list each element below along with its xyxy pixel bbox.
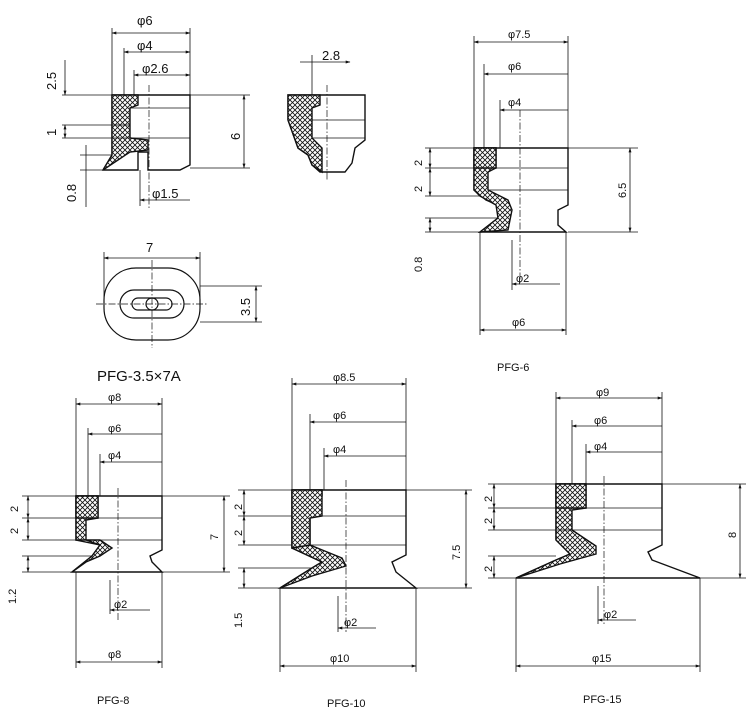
pfg15-dim-d2: φ2 (604, 609, 617, 621)
pfg10-dim-d6: φ6 (333, 410, 346, 422)
pfg15-dim-h2c: 2 (483, 566, 495, 572)
pfg15-dim-h2b: 2 (483, 518, 495, 524)
pfg6-dim-d75: φ7.5 (508, 29, 530, 41)
pfg15-dim-d4: φ4 (594, 441, 607, 453)
pfg15-dim-d9: φ9 (596, 387, 609, 399)
pfg10-dim-d2: φ2 (344, 617, 357, 629)
pfg6-dim-d6-top: φ6 (508, 61, 521, 73)
pfg35-dim-d26: φ2.6 (142, 61, 169, 76)
pfg6-dim-h2b: 2 (413, 186, 425, 192)
pfg15-dim-d6: φ6 (594, 415, 607, 427)
pfg6-drawing: φ7.5 φ6 φ4 φ2 φ6 2 2 0.8 6.5 PFG-6 (413, 29, 638, 374)
pfg15-drawing: φ9 φ6 φ4 φ2 φ15 2 2 2 8 PFG-15 (483, 387, 746, 706)
pfg35-section-view: φ6 φ4 φ2.6 φ1.5 2.5 1 0.8 6 (44, 13, 250, 210)
pfg8-dim-d4: φ4 (108, 450, 121, 462)
pfg8-title: PFG-8 (97, 695, 129, 707)
pfg35-dim-h1: 1 (44, 129, 59, 136)
pfg15-dim-h2a: 2 (483, 496, 495, 502)
pfg6-dim-d6-bottom: φ6 (512, 317, 525, 329)
pfg8-dim-d8-bottom: φ8 (108, 649, 121, 661)
pfg35-title: PFG-3.5×7A (97, 368, 181, 385)
pfg8-drawing: φ8 φ6 φ4 φ2 φ8 2 2 1.2 7 PFG-8 (7, 392, 230, 707)
pfg8-dim-d2: φ2 (114, 599, 127, 611)
pfg6-dim-h2a: 2 (413, 160, 425, 166)
pfg8-dim-d6: φ6 (108, 423, 121, 435)
pfg35-top-view: 7 3.5 PFG-3.5×7A (96, 240, 262, 385)
pfg8-dim-d8-top: φ8 (108, 392, 121, 404)
pfg6-title: PFG-6 (497, 362, 529, 374)
pfg35-rubber-hatch (102, 94, 149, 171)
pfg35-dim-d15: φ1.5 (152, 186, 179, 201)
pfg35-dim-h6: 6 (228, 133, 243, 140)
pfg10-title: PFG-10 (327, 698, 366, 710)
pfg15-title: PFG-15 (583, 694, 622, 706)
pfg10-dim-d4: φ4 (333, 444, 346, 456)
pfg35-dim-h35: 3.5 (238, 298, 253, 316)
pfg10-dim-d10: φ10 (330, 653, 349, 665)
pfg35-dim-w28: 2.8 (322, 48, 340, 63)
pfg8-dim-h2b: 2 (9, 528, 21, 534)
pfg6-dim-d2: φ2 (516, 273, 529, 285)
pfg10-dim-h75: 7.5 (451, 545, 463, 560)
pfg10-dim-d85: φ8.5 (333, 372, 355, 384)
pfg10-dim-h2b: 2 (233, 530, 245, 536)
pfg8-dim-h7: 7 (209, 534, 221, 540)
pfg35-dim-w7: 7 (146, 240, 153, 255)
pfg8-dim-h12: 1.2 (7, 589, 19, 604)
pfg35-dim-h08: 0.8 (64, 184, 79, 202)
pfg35-dim-h25: 2.5 (44, 72, 59, 90)
pfg15-dim-d15: φ15 (592, 653, 611, 665)
pfg8-dim-h2a: 2 (9, 506, 21, 512)
pfg10-drawing: φ8.5 φ6 φ4 φ2 φ10 2 2 1.5 7.5 PFG-10 (233, 372, 472, 710)
pfg15-dim-h8: 8 (727, 532, 739, 538)
pfg6-dim-h65: 6.5 (617, 183, 629, 198)
pfg35-side-view: 2.8 (287, 48, 366, 180)
pfg10-dim-h15: 1.5 (233, 613, 245, 628)
pfg35-dim-d4: φ4 (137, 38, 153, 53)
pfg35-dim-d6: φ6 (137, 13, 153, 28)
pfg10-dim-h2a: 2 (233, 504, 245, 510)
pfg6-dim-d4: φ4 (508, 97, 521, 109)
pfg6-dim-h08: 0.8 (413, 257, 425, 272)
